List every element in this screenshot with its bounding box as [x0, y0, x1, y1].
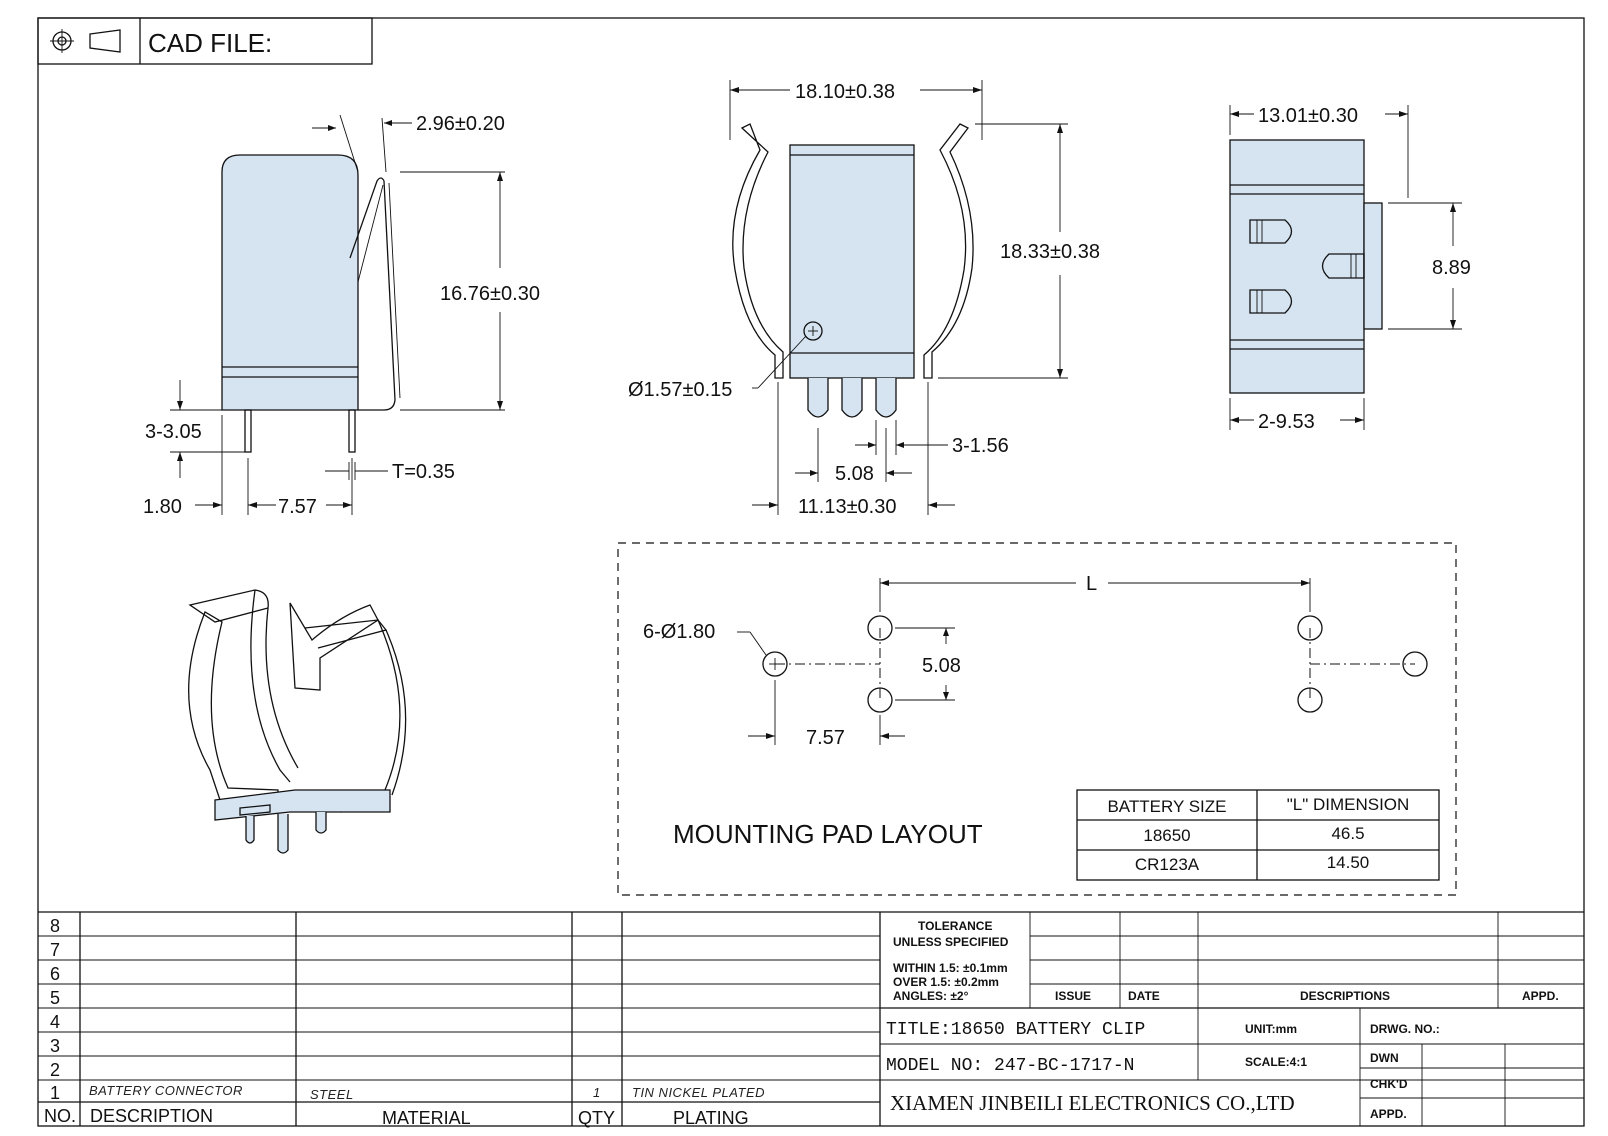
pad-layout-frame — [617, 542, 1457, 896]
pad-hole — [1402, 651, 1428, 677]
dim-side-top-width: 2.96±0.20 — [416, 113, 505, 135]
tolerance-within: WITHIN 1.5: ±0.1mm — [893, 961, 1008, 975]
dim-front-width: 18.10±0.38 — [795, 81, 895, 103]
front-hole — [803, 321, 823, 341]
issue-header: ISSUE — [1055, 989, 1091, 1003]
bom-row-number: 4 — [50, 1012, 60, 1032]
side-spring-arm — [349, 177, 396, 411]
pad-hole — [867, 615, 893, 641]
dim-side-pin-length: 3-3.05 — [145, 421, 202, 443]
bom-row1-material: STEEL — [310, 1087, 354, 1102]
scale-label: SCALE:4:1 — [1245, 1055, 1307, 1069]
pad-hole — [762, 651, 788, 677]
tolerance-unless: UNLESS SPECIFIED — [893, 935, 1009, 949]
side-view: 2.96±0.20 16.76±0.30 3-3.05 T=0.35 1.80 … — [143, 113, 540, 518]
dim-side-pin-pitch: 7.57 — [278, 496, 317, 518]
date-header: DATE — [1128, 989, 1160, 1003]
bom-row-number: 7 — [50, 940, 60, 960]
top-slot — [1321, 253, 1365, 279]
front-pin — [841, 378, 863, 418]
isometric-view — [188, 589, 407, 854]
pad-layout-title: MOUNTING PAD LAYOUT — [673, 819, 983, 849]
appd-header: APPD. — [1522, 989, 1559, 1003]
model-number: MODEL NO: 247-BC-1717-N — [886, 1056, 1134, 1076]
table-cell: 46.5 — [1331, 824, 1364, 843]
front-body — [789, 144, 915, 379]
front-right-arm — [923, 123, 974, 379]
tolerance-angles: ANGLES: ±2° — [893, 989, 969, 1003]
drawing-border — [37, 17, 1585, 1127]
dwn-label: DWN — [1370, 1051, 1399, 1065]
bom-header-plating: PLATING — [673, 1108, 749, 1128]
dim-pad-offset: 7.57 — [806, 727, 845, 749]
front-pin — [807, 378, 829, 418]
pad-hole — [1297, 615, 1323, 641]
dim-pad-pitch: 5.08 — [922, 655, 961, 677]
dim-side-height: 16.76±0.30 — [440, 283, 540, 305]
table-cell: 18650 — [1143, 826, 1190, 845]
bom-header-qty: QTY — [578, 1108, 615, 1128]
dim-front-base: 11.13±0.30 — [798, 496, 896, 518]
top-tab — [1363, 202, 1383, 330]
chkd-label: CHK'D — [1370, 1077, 1408, 1091]
bom-row-number: 8 — [50, 916, 60, 936]
pad-layout: MOUNTING PAD LAYOUT L 6-Ø1.80 5.08 — [617, 542, 1457, 896]
front-left-arm — [732, 123, 784, 379]
bom-row-number: 2 — [50, 1060, 60, 1080]
bom-row-number: 1 — [50, 1083, 60, 1103]
projection-symbol-icon — [50, 29, 121, 53]
table-cell: 14.50 — [1327, 853, 1370, 872]
title-block: TOLERANCE UNLESS SPECIFIED WITHIN 1.5: ±… — [880, 912, 1584, 1126]
bom-row-number: 5 — [50, 988, 60, 1008]
bom-row1-plating: TIN NICKEL PLATED — [632, 1085, 765, 1100]
dim-top-width: 13.01±0.30 — [1258, 105, 1358, 127]
side-body — [221, 154, 359, 411]
bom-row1-description: BATTERY CONNECTOR — [89, 1083, 243, 1098]
front-view: 18.10±0.38 18.33±0.38 Ø1.57±0.15 3-1.56 … — [628, 80, 1100, 518]
descriptions-header: DESCRIPTIONS — [1300, 989, 1390, 1003]
dim-top-slot: 2-9.53 — [1258, 411, 1315, 433]
side-pin — [244, 409, 252, 453]
front-pin — [875, 378, 897, 418]
top-view: 13.01±0.30 8.89 2-9.53 — [1229, 105, 1471, 433]
L-dimension-table: BATTERY SIZE "L" DIMENSION 18650 46.5 CR… — [1076, 789, 1440, 881]
bom-header-description: DESCRIPTION — [90, 1106, 213, 1126]
dim-top-tab: 8.89 — [1432, 257, 1471, 279]
dim-front-height: 18.33±0.38 — [1000, 241, 1100, 263]
table-cell: CR123A — [1135, 855, 1200, 874]
bom-row-number: 3 — [50, 1036, 60, 1056]
bom-table: 8 7 6 5 4 3 2 1 BATTERY CONNECTOR STEEL … — [38, 911, 1584, 1128]
dim-pad-holes: 6-Ø1.80 — [643, 621, 715, 643]
cad-header: CAD FILE: — [37, 17, 373, 65]
top-body — [1229, 139, 1365, 394]
tolerance-over: OVER 1.5: ±0.2mm — [893, 975, 999, 989]
drwg-no-label: DRWG. NO.: — [1370, 1022, 1440, 1036]
bom-header-no: NO. — [44, 1106, 76, 1126]
dim-front-pin-pitch: 5.08 — [835, 463, 874, 485]
bom-row-number: 6 — [50, 964, 60, 984]
tolerance-label: TOLERANCE — [918, 919, 992, 933]
dim-side-pin-offset: 1.80 — [143, 496, 182, 518]
pad-hole — [867, 687, 893, 713]
side-pin — [348, 409, 356, 453]
appd-label: APPD. — [1370, 1107, 1407, 1121]
dim-front-pin-width: 3-1.56 — [952, 435, 1009, 457]
top-slot — [1249, 219, 1293, 244]
unit-label: UNIT:mm — [1245, 1022, 1297, 1036]
dim-pad-L: L — [1086, 573, 1097, 595]
dim-side-thickness: T=0.35 — [392, 461, 455, 483]
cad-file-label: CAD FILE: — [148, 28, 272, 58]
top-slot — [1249, 289, 1293, 314]
table-header-battery-size: BATTERY SIZE — [1107, 797, 1226, 816]
company-name: XIAMEN JINBEILI ELECTRONICS CO.,LTD — [890, 1091, 1295, 1115]
bom-header-material: MATERIAL — [382, 1108, 471, 1128]
table-header-L-dimension: "L" DIMENSION — [1287, 795, 1410, 814]
drawing-title: TITLE:18650 BATTERY CLIP — [886, 1020, 1145, 1040]
bom-row1-qty: 1 — [593, 1085, 601, 1100]
pad-hole — [1297, 687, 1323, 713]
dim-front-hole: Ø1.57±0.15 — [628, 379, 732, 401]
